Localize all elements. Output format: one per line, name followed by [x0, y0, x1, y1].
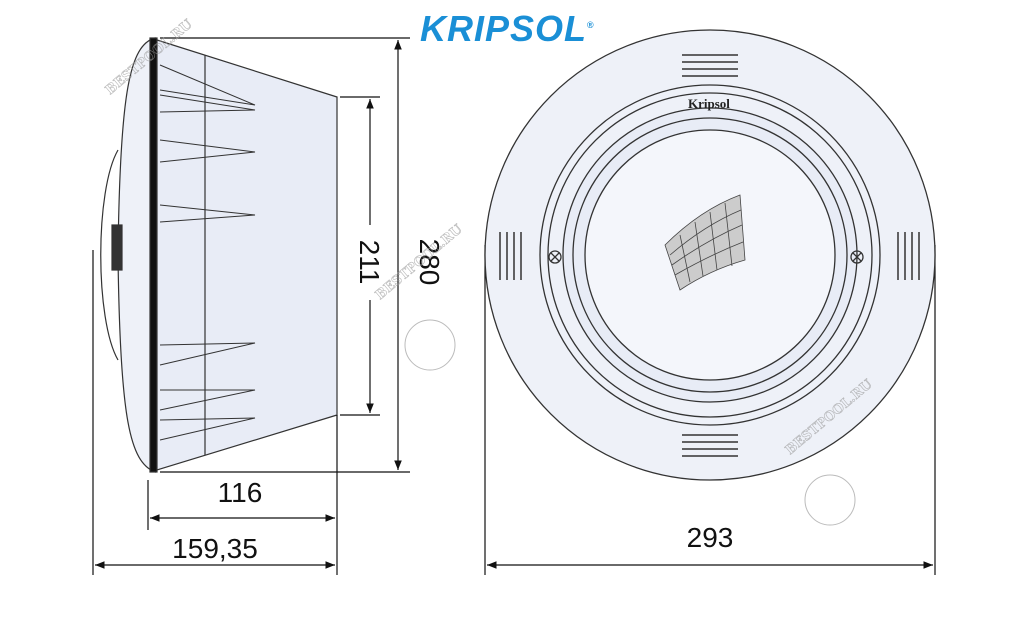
- logo-text: KRIPSOL: [420, 8, 588, 49]
- dim-116-label: 116: [218, 477, 263, 508]
- registered-mark: ®: [587, 20, 595, 30]
- kripsol-logo: KRIPSOL®: [420, 8, 595, 50]
- lamp-mesh: [664, 194, 746, 291]
- dim-211-label: 211: [354, 240, 385, 285]
- side-view: [100, 37, 338, 473]
- dim-159-35-label: 159,35: [172, 533, 258, 564]
- lens-dome: [100, 149, 119, 361]
- lamp-brand-label: Kripsol: [688, 96, 730, 111]
- housing-body: [156, 39, 338, 471]
- flange-seal: [149, 37, 158, 473]
- dim-280-label: 280: [414, 239, 445, 286]
- svg-text:BESTPOOL.RU: BESTPOOL.RU: [373, 222, 466, 303]
- dim-293-label: 293: [687, 522, 734, 553]
- front-view: [484, 29, 936, 481]
- vent-grilles: [499, 54, 920, 457]
- dimension-lines: [92, 37, 936, 575]
